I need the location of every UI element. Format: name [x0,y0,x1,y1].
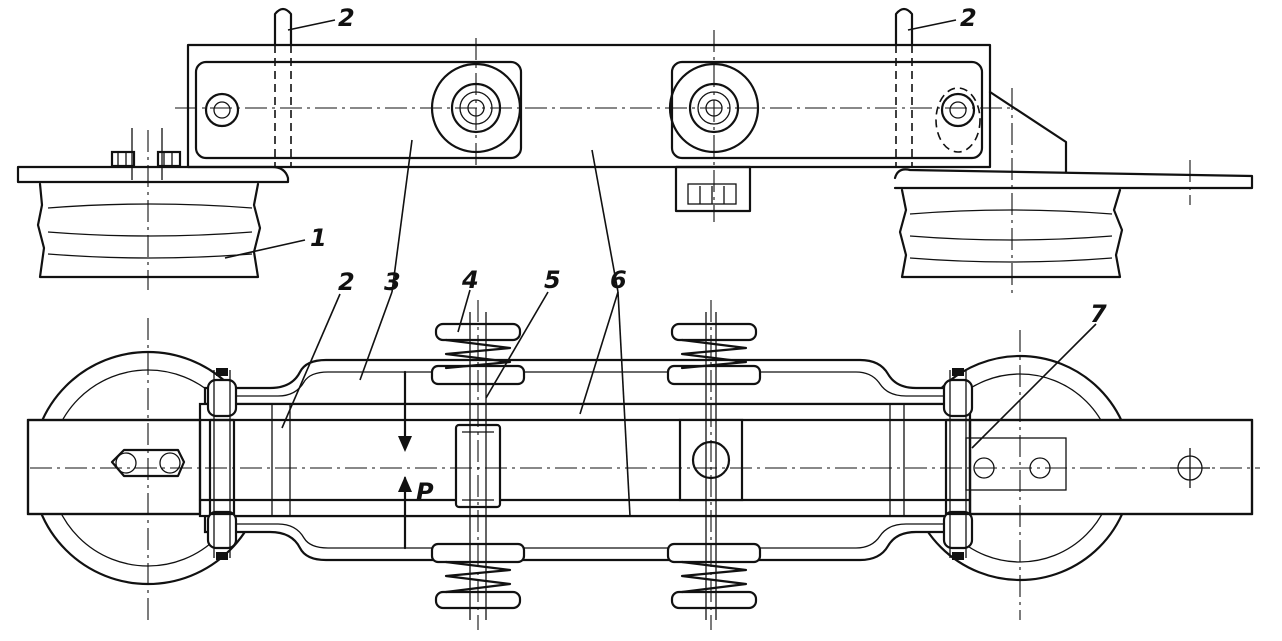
label-6: 6 [610,266,627,294]
force-arrows [398,370,412,550]
right-wheel-profile [898,188,1124,279]
leader-lines [224,19,1097,517]
centerlines-plan [30,300,1260,630]
bracket-right [988,90,1068,174]
centerlines-top [147,30,1191,296]
label-force-p: P [416,478,434,506]
end-pin-left-plan [206,368,238,560]
end-pin-left [204,92,240,128]
lower-plan [26,300,1260,630]
label-5: 5 [544,266,561,294]
upper-elevation [16,7,1254,296]
label-1: 1 [310,224,327,252]
end-pin-right-plan [942,368,974,560]
part-labels: 2 2 1 2 3 4 5 6 7 P [310,4,1107,506]
pin-2-right [894,7,914,168]
side-plates-3 [203,358,967,562]
label-7: 7 [1090,300,1107,328]
label-3: 3 [384,268,401,296]
left-wheel-profile [36,182,262,279]
label-2-bottom: 2 [338,268,355,296]
end-pin-right [935,87,981,153]
center-lug [674,165,752,213]
label-4: 4 [461,266,479,294]
rail-bolts-left [110,128,182,180]
label-2-top-right: 2 [960,4,977,32]
rail-bolts-plan [110,448,1210,488]
label-2-top-left: 2 [338,4,355,32]
frame-body-top [186,43,992,169]
inner-frame-6 [198,402,972,518]
pin-2-left [273,7,293,168]
spring-assembly-right [666,312,762,620]
